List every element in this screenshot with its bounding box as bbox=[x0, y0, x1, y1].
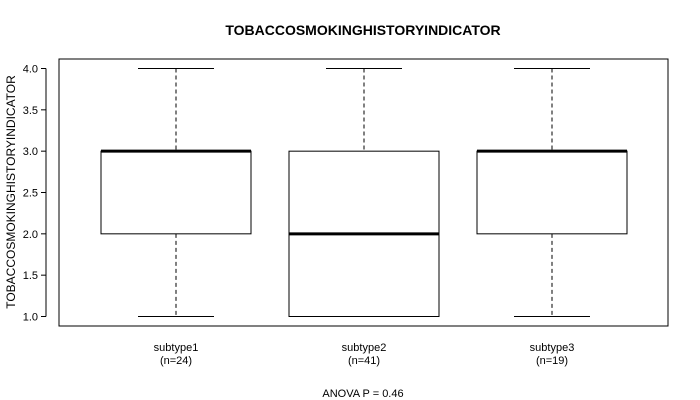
y-tick-label: 4.0 bbox=[23, 64, 38, 76]
x-axis-labels: subtype1(n=24) subtype2(n=41) subtype3(n=1… bbox=[154, 342, 575, 367]
x-category-label: subtype1 bbox=[154, 342, 199, 354]
x-category-count: (n=19) bbox=[536, 355, 568, 367]
iqr-box bbox=[476, 150, 628, 235]
x-category-label: subtype3 bbox=[530, 342, 575, 354]
box-subtype2 bbox=[288, 68, 440, 317]
anova-annotation: ANOVA P = 0.46 bbox=[322, 388, 403, 400]
plot-area-frame bbox=[58, 58, 669, 327]
box-subtype1 bbox=[100, 68, 252, 317]
chart-title: TOBACCOSMOKINGHISTORYINDICATOR bbox=[225, 22, 500, 38]
y-axis: 1.0 1.5 2.0 2.5 3.0 3.5 4.0 bbox=[23, 64, 47, 324]
box-subtype3 bbox=[476, 68, 628, 317]
x-category-count: (n=24) bbox=[160, 355, 192, 367]
y-tick-label: 2.5 bbox=[23, 188, 38, 200]
y-tick-label: 1.0 bbox=[23, 312, 38, 324]
y-tick-label: 3.0 bbox=[23, 146, 38, 158]
y-tick-label: 2.0 bbox=[23, 229, 38, 241]
iqr-box bbox=[100, 150, 252, 235]
box-series bbox=[100, 68, 628, 317]
y-axis-label: TOBACCOSMOKINGHISTORYINDICATOR bbox=[4, 75, 18, 309]
x-category-count: (n=41) bbox=[348, 355, 380, 367]
y-tick-label: 1.5 bbox=[23, 270, 38, 282]
y-tick-label: 3.5 bbox=[23, 105, 38, 117]
x-category-label: subtype2 bbox=[342, 342, 387, 354]
